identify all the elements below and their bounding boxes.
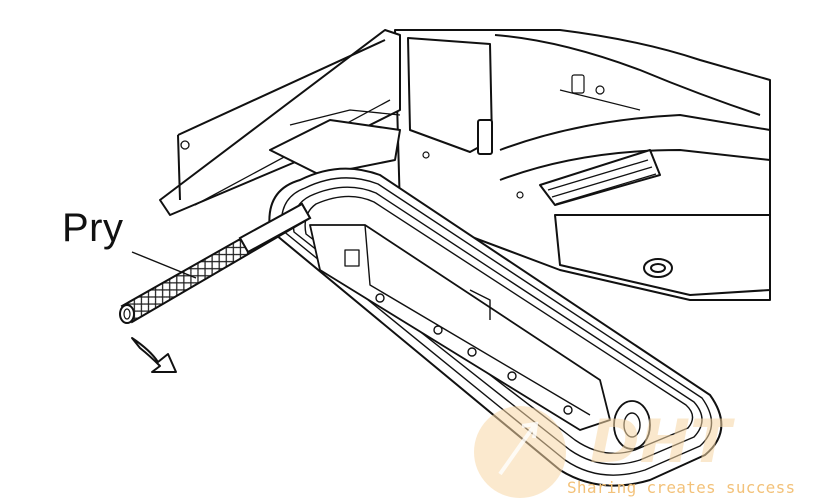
pry-bar-icon [119,202,312,324]
watermark-slogan: Sharing creates success [567,478,796,497]
watermark-logo-text: DHT [590,407,735,477]
cab-body-icon [394,29,771,301]
callout-leader-line [131,251,197,279]
watermark-logo-icon: DHT [474,406,735,498]
rotation-arrow-icon [131,337,177,373]
pry-label: Pry [62,206,124,250]
crawler-track-icon [268,167,723,487]
dozer-blade-icon [159,29,401,216]
